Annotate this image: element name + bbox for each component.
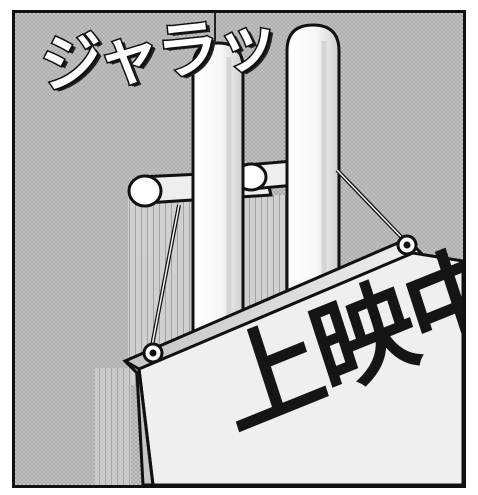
sign-grommets [142,234,418,364]
right-pole [285,23,341,315]
left-pole [191,41,245,345]
sign-board [122,237,463,485]
comic-panel: ジャラッ 上映中 [12,10,466,488]
illustration [15,13,463,485]
support-wires [149,168,409,352]
